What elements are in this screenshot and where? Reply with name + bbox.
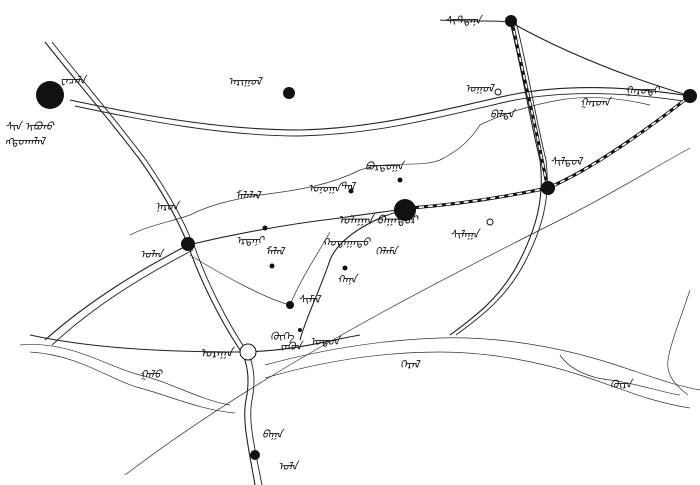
label-p30: ᠵᠡᠭᠦᠨ <box>280 340 304 353</box>
river-east-upper <box>264 337 700 391</box>
village-6 <box>269 263 275 269</box>
city-nw <box>36 81 64 109</box>
label-p13: ᠰᠢᠯᠠᠭᠠ <box>450 228 481 241</box>
label-p1: ᠸᠠᠴᠠᠯᠠ <box>60 74 88 87</box>
town-north <box>283 87 295 99</box>
label-p23: ᠭᠠᠯᠤ <box>140 368 163 381</box>
label-p29: ᠲᠠᠯ <box>340 180 356 193</box>
label-p2: ᠩᠲᠤᠠᠭᠯᠡᠯ <box>5 135 46 148</box>
label-p22: ᠤᠷᠠᠭᠠ <box>200 346 235 360</box>
railway <box>124 21 691 476</box>
label-p14: ᠤᠯᠠᠭᠠᠨ ᠪᠠᠭᠠᠲᠤᠷ <box>338 213 419 227</box>
village-3 <box>348 188 354 194</box>
town-south <box>250 450 260 460</box>
label-p4: ᠰᠢᠲᠲᠡᠨᠠ <box>445 14 483 27</box>
label-p11: ᠮᠠᠯᠠᠯᠠᠯ <box>235 189 262 202</box>
river-west-upper <box>19 344 231 406</box>
town-mid <box>286 301 294 309</box>
label-p7: ᠪᠠᠯᠲᠠ <box>490 108 516 121</box>
town-junction <box>239 343 257 361</box>
road-ne <box>509 21 691 97</box>
label-p15: ᠡᠷᠳᠡᠨᠢ <box>236 234 265 247</box>
settlements <box>36 15 697 460</box>
label-p3: ᠠᠷᠢᠭᠤᠯ <box>228 75 263 88</box>
road-nw-to-center-b <box>51 41 194 246</box>
town-east <box>683 89 697 103</box>
roads <box>29 19 691 485</box>
town-east-center <box>541 181 555 195</box>
label-p8: ᠭᠠᠷᠤᠡᠡ <box>580 96 612 109</box>
label-p5: ᠭᠠᠷᠤᠳᠢ <box>625 84 661 97</box>
capital <box>394 199 416 221</box>
village-1 <box>494 88 502 96</box>
rail-diagonal <box>124 147 691 476</box>
rivers <box>19 97 700 414</box>
road-north-b <box>74 93 691 137</box>
river-north <box>189 97 651 216</box>
town-west <box>181 237 195 251</box>
label-p19: ᠬᠠᠨᠠ <box>337 273 359 286</box>
label-p20: ᠰᠢᠮᠡᠯ <box>298 293 322 306</box>
label-p18: ᠭᠡᠯᠡᠮᠡ <box>375 245 399 258</box>
label-p14b: ᠬᠤᠳᠠᠭᠠᠳᠤ <box>322 236 371 249</box>
road-thin-mid <box>189 254 291 306</box>
label-p16: ᠤᠯᠠᠨ <box>140 248 165 261</box>
town-top <box>505 15 517 27</box>
river-north-west <box>129 214 191 236</box>
village-4 <box>397 177 403 183</box>
label-p1b: ᠰᠢᠨ ᠢᠪᠤᠠᠤ <box>5 120 54 133</box>
label-p12: ᠤᠨᠤᠭᠠ <box>308 182 342 195</box>
road-diagonal-mid <box>299 209 406 341</box>
rail-north-inner <box>511 21 549 189</box>
road-north-south-east-b <box>455 21 548 336</box>
road-nw-to-center <box>44 41 189 246</box>
river-west-lower <box>29 351 236 414</box>
road-center-south-b <box>193 244 263 485</box>
road-center-south <box>187 244 256 485</box>
label-p24: ᠭᠡᠷᠡᠯ <box>400 358 421 371</box>
label-p10: ᠪᠤᠷᠲᠤᠭᠠ <box>365 160 406 173</box>
village-7 <box>342 265 348 271</box>
road-thin-mid2 <box>289 231 331 306</box>
label-p26: ᠪᠠᠭᠠ <box>262 428 285 441</box>
road-sw-b <box>51 249 194 346</box>
road-south-east <box>29 334 361 353</box>
river-east-lower <box>264 351 691 409</box>
label-p27: ᠤᠯᠠ <box>278 460 300 473</box>
river-east-branch <box>667 289 691 396</box>
label-p31: ᠬᠦᠬᠡ <box>270 330 295 343</box>
village-8 <box>298 328 302 332</box>
river-tributary <box>559 354 681 396</box>
label-p6: ᠤᠭᠤᠯ <box>465 82 495 95</box>
road-sw <box>44 244 189 341</box>
label-p21: ᠤᠳᠤᠨ <box>310 335 342 348</box>
road-north <box>69 87 691 131</box>
label-p28: ᠨᠠᠷᠤᠨ <box>155 200 181 213</box>
label-p9: ᠰᠢᠯᠳᠤᠯ <box>550 155 584 168</box>
road-north-south-east <box>449 21 542 336</box>
label-p25: ᠬᠦᠷᠡ <box>610 378 634 391</box>
village-2 <box>486 218 494 226</box>
label-p17: ᠮᠠᠯᠠᠯ <box>265 245 286 258</box>
labels: ᠸᠠᠴᠠᠯᠠ ᠰᠢᠨ ᠢᠪᠤᠠᠤ ᠩᠲᠤᠠᠭᠯᠡᠯ ᠠᠷᠢᠭᠤᠯ ᠰᠢᠲᠲᠡᠨᠠ… <box>5 14 661 473</box>
village-5 <box>262 225 268 231</box>
